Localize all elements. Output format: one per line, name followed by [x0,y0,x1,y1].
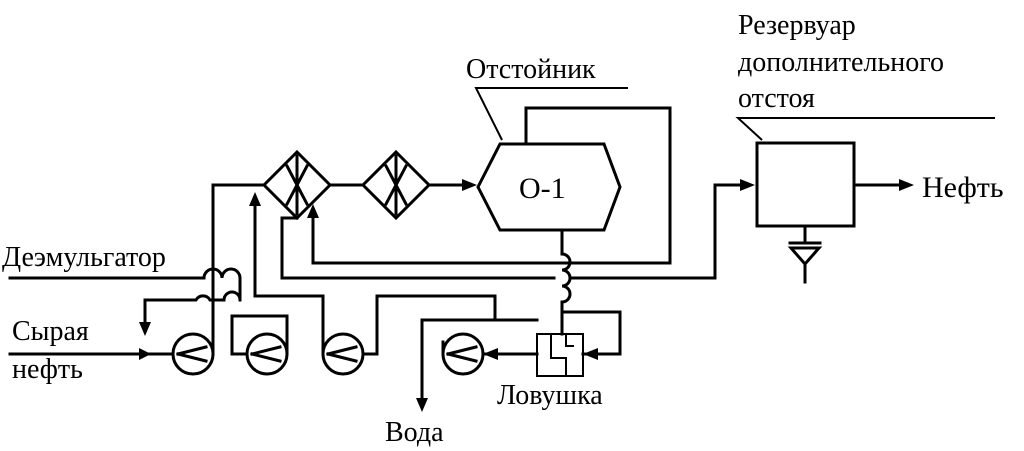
arrow-trap-right [583,348,598,360]
label-rezervuar-2: дополнительного [738,47,944,78]
label-syraya: Сырая [12,316,89,347]
pipe-pump1-to-hx1 [211,183,266,356]
pipe-settler-top-return [311,106,672,265]
heat-exchanger-1 [261,149,333,221]
arrow-oil-out [899,179,914,191]
pipe-settler-to-trap [560,228,572,336]
pump-3 [321,332,365,376]
arrow-pump3 [249,192,261,206]
label-otstoinik: Отстойник [466,54,596,85]
arrow-demulsifier-loop [139,322,151,336]
heat-exchanger-2 [360,149,432,221]
label-deemulgator: Деэмульгатор [2,242,166,273]
label-voda: Вода [385,417,444,448]
pipe-water-outlet [420,318,497,404]
pump-4 [441,332,485,376]
pipe-pump3-to-hx1 [253,200,325,356]
arrow-pump4 [483,348,498,360]
label-lovushka: Ловушка [497,380,603,411]
arrow-water [416,398,428,412]
leader-otstoinik [474,87,628,141]
pipe-demulsifier-loop [143,290,242,324]
arrow-return-hx1 [307,204,319,218]
pipe-pump3-loop [361,294,539,356]
label-rezervuar-1: Резервуар [738,10,856,41]
label-neft-in: нефть [12,354,83,385]
trap-lovushka [536,333,584,377]
label-neft-out: Нефть [922,171,1004,204]
label-rezervuar-3: отстоя [738,83,815,114]
label-o1: О-1 [519,172,566,205]
arrow-to-settler [462,179,477,191]
pipe-hx1-to-tank [280,183,742,280]
pipe-demulsifier [8,267,242,302]
pipe-trap-right-loop [561,310,622,356]
tank-drain-valve [787,224,823,284]
arrow-raw-oil [139,348,151,360]
pump-2 [245,332,289,376]
pump-1 [171,332,215,376]
tank-rezervuar [755,141,856,228]
arrow-to-tank [740,179,755,191]
settler-o1 [476,142,622,232]
leader-rezervuar [735,117,995,141]
pipe-pump2 [230,314,289,356]
